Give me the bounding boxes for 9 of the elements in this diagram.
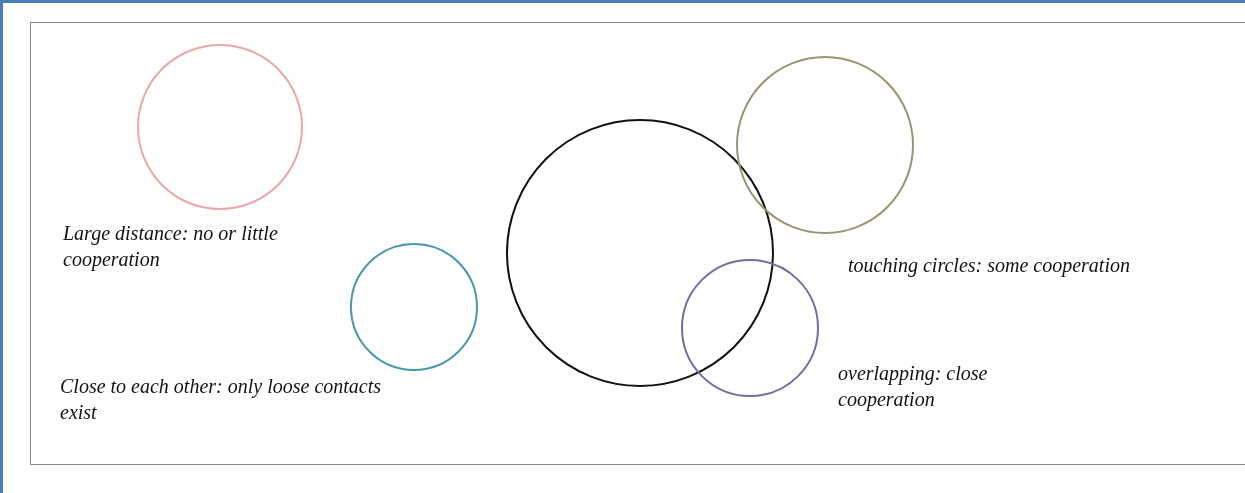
circle xyxy=(736,56,914,234)
circle xyxy=(350,243,478,371)
circle xyxy=(681,259,819,397)
node-label: Close to each other: only loose contacts exist xyxy=(60,374,383,425)
circle xyxy=(506,119,774,387)
node-label: Large distance: no or little cooperation xyxy=(63,221,279,272)
circle xyxy=(137,44,303,210)
node-label: overlapping: close cooperation xyxy=(838,361,989,412)
node-label: touching circles: some cooperation xyxy=(848,253,1131,278)
